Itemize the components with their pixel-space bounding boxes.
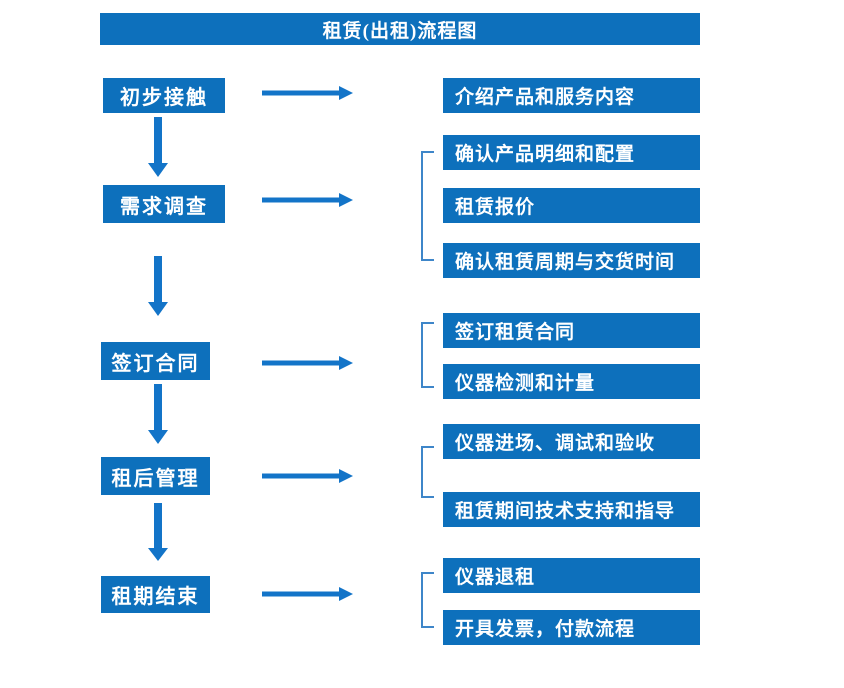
detail-box-instrument-return: 仪器退租 xyxy=(443,558,700,593)
detail-box-confirm-period-delivery: 确认租赁周期与交货时间 xyxy=(443,243,700,278)
right-arrow-icon xyxy=(262,587,353,601)
step-box-sign-contract: 签订合同 xyxy=(101,342,210,380)
detail-box-sign-rental-contract: 签订租赁合同 xyxy=(443,313,700,348)
right-arrow-icon xyxy=(262,86,353,100)
down-arrow-icon xyxy=(148,384,168,444)
group-bracket xyxy=(421,322,435,388)
detail-box-introduce-products: 介绍产品和服务内容 xyxy=(443,78,700,113)
detail-box-invoice-payment: 开具发票，付款流程 xyxy=(443,610,700,645)
group-bracket xyxy=(421,151,435,261)
right-arrow-icon xyxy=(262,193,353,207)
detail-box-confirm-product-config: 确认产品明细和配置 xyxy=(443,135,700,170)
detail-box-rental-quote: 租赁报价 xyxy=(443,188,700,223)
step-box-rental-end: 租期结束 xyxy=(101,576,210,613)
detail-box-technical-support: 租赁期间技术支持和指导 xyxy=(443,492,700,527)
detail-box-instrument-setup: 仪器进场、调试和验收 xyxy=(443,424,700,459)
flowchart-title: 租赁(出租)流程图 xyxy=(100,13,700,45)
detail-box-instrument-testing: 仪器检测和计量 xyxy=(443,364,700,399)
step-box-post-rental-management: 租后管理 xyxy=(101,457,210,495)
right-arrow-icon xyxy=(262,469,353,483)
group-bracket xyxy=(421,572,435,628)
step-box-initial-contact: 初步接触 xyxy=(103,78,225,113)
right-arrow-icon xyxy=(262,356,353,370)
group-bracket xyxy=(421,446,435,498)
step-box-demand-survey: 需求调查 xyxy=(103,185,225,223)
down-arrow-icon xyxy=(148,117,168,177)
down-arrow-icon xyxy=(148,256,168,316)
down-arrow-icon xyxy=(148,503,168,561)
